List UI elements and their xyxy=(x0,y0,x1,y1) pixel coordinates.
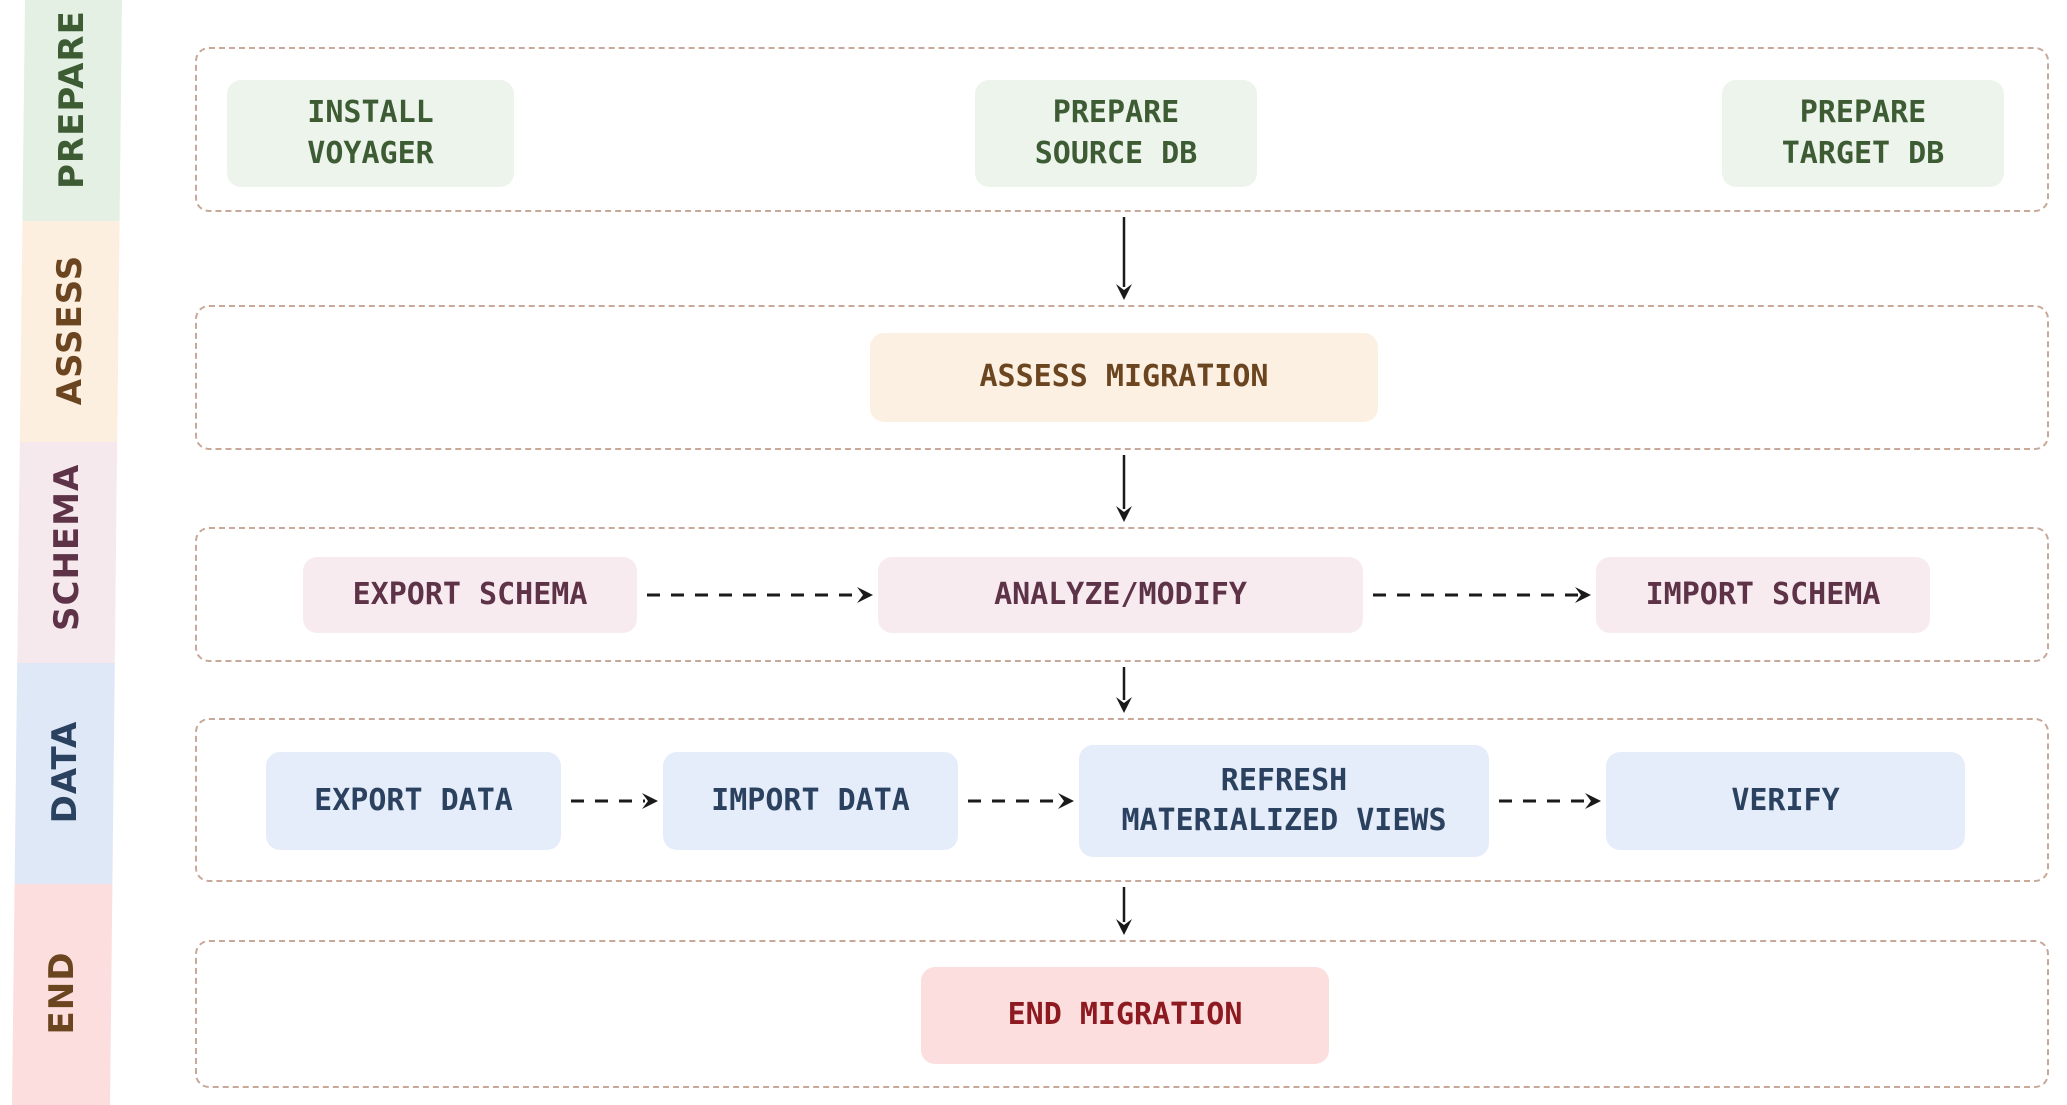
stage-band-segment-end xyxy=(12,884,113,1105)
node-export-schema[interactable]: EXPORT SCHEMA xyxy=(303,557,637,633)
node-export-data[interactable]: EXPORT DATA xyxy=(266,752,561,850)
connector-data-to-end xyxy=(1108,871,1140,951)
node-analyze-modify[interactable]: ANALYZE/MODIFY xyxy=(878,557,1363,633)
arrowhead-icon xyxy=(1116,284,1132,300)
node-import-data[interactable]: IMPORT DATA xyxy=(663,752,958,850)
node-install-voyager[interactable]: INSTALL VOYAGER xyxy=(227,80,514,187)
lane-assess xyxy=(195,305,2049,450)
node-assess-migration[interactable]: ASSESS MIGRATION xyxy=(870,333,1378,422)
stage-band-segment-data xyxy=(14,663,115,884)
lane-prepare xyxy=(195,47,2049,212)
lane-data xyxy=(195,718,2049,882)
connector-prepare-to-assess xyxy=(1108,201,1140,316)
stage-band-segment-assess xyxy=(19,221,120,442)
node-verify[interactable]: VERIFY xyxy=(1606,752,1965,850)
node-end-migration[interactable]: END MIGRATION xyxy=(921,967,1329,1064)
lane-end xyxy=(195,940,2049,1088)
connector-assess-to-schema xyxy=(1108,439,1140,538)
arrowhead-icon xyxy=(1116,506,1132,522)
arrowhead-icon xyxy=(1116,919,1132,935)
stage-band-segment-prepare xyxy=(22,0,122,221)
lane-schema xyxy=(195,527,2049,662)
arrowhead-icon xyxy=(1116,697,1132,713)
node-refresh-materialized-views[interactable]: REFRESH MATERIALIZED VIEWS xyxy=(1079,745,1489,857)
stage-band-segment-schema xyxy=(17,442,118,663)
node-prepare-target-db[interactable]: PREPARE TARGET DB xyxy=(1722,80,2004,187)
node-import-schema[interactable]: IMPORT SCHEMA xyxy=(1596,557,1930,633)
stage-band xyxy=(0,0,160,1105)
node-prepare-source-db[interactable]: PREPARE SOURCE DB xyxy=(975,80,1257,187)
